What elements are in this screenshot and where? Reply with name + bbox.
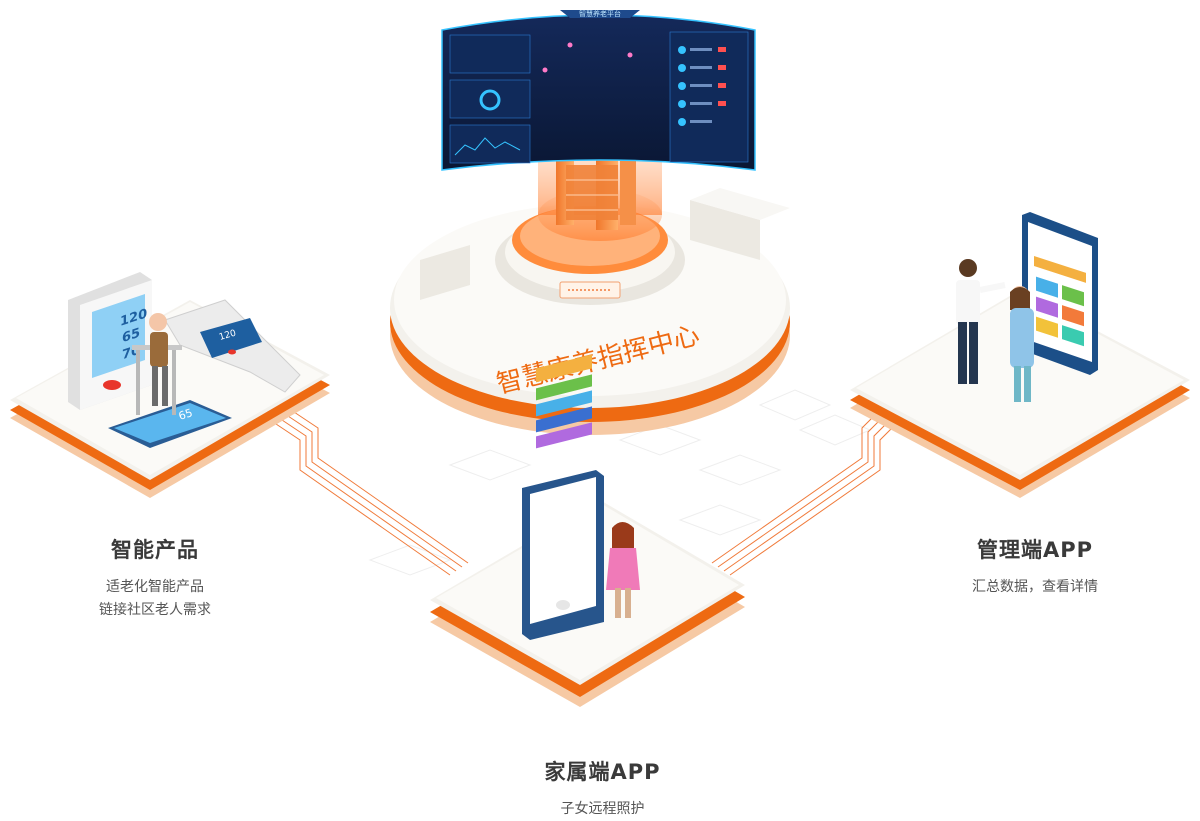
walker-icon bbox=[132, 313, 182, 415]
manager-person-icon bbox=[956, 259, 1006, 384]
bp-value-2: 65 bbox=[122, 326, 140, 346]
tablet-icon bbox=[1022, 212, 1098, 375]
smart-products-desc: 适老化智能产品 链接社区老人需求 bbox=[55, 576, 255, 622]
phone-value-1: 65 bbox=[177, 406, 194, 423]
smart-products-desc-line-2: 链接社区老人需求 bbox=[99, 602, 211, 618]
daughter-person-icon bbox=[606, 522, 640, 618]
label-admin-app: 管理端APP 汇总数据，查看详情 bbox=[935, 534, 1135, 599]
connector-left bbox=[269, 407, 469, 576]
smart-products-title: 智能产品 bbox=[111, 538, 199, 562]
family-app-title: 家属端APP bbox=[544, 760, 661, 784]
phone-icon bbox=[522, 354, 604, 640]
family-app-desc-line-1: 子女远程照护 bbox=[560, 801, 645, 817]
watch-value-1: 120 bbox=[218, 328, 238, 342]
blood-pressure-monitor-icon: 120 65 70 bbox=[68, 272, 152, 410]
family-app-desc: 子女远程照护 bbox=[500, 798, 705, 821]
dashboard-screen: 智慧养老平台 bbox=[441, 9, 756, 171]
smart-products-desc-line-1: 适老化智能产品 bbox=[106, 579, 204, 595]
nurse-person-icon bbox=[1010, 286, 1034, 402]
admin-app-title: 管理端APP bbox=[976, 538, 1094, 562]
admin-app-desc-line-1: 汇总数据，查看详情 bbox=[972, 579, 1098, 595]
phone-device-icon: 65 bbox=[108, 400, 232, 448]
label-family-app: 家属端APP 子女远程照护 bbox=[500, 756, 705, 821]
admin-app-desc: 汇总数据，查看详情 bbox=[935, 576, 1135, 599]
dashboard-title: 智慧养老平台 bbox=[579, 9, 621, 18]
label-smart-products: 智能产品 适老化智能产品 链接社区老人需求 bbox=[55, 534, 255, 622]
left-platform bbox=[10, 300, 330, 498]
